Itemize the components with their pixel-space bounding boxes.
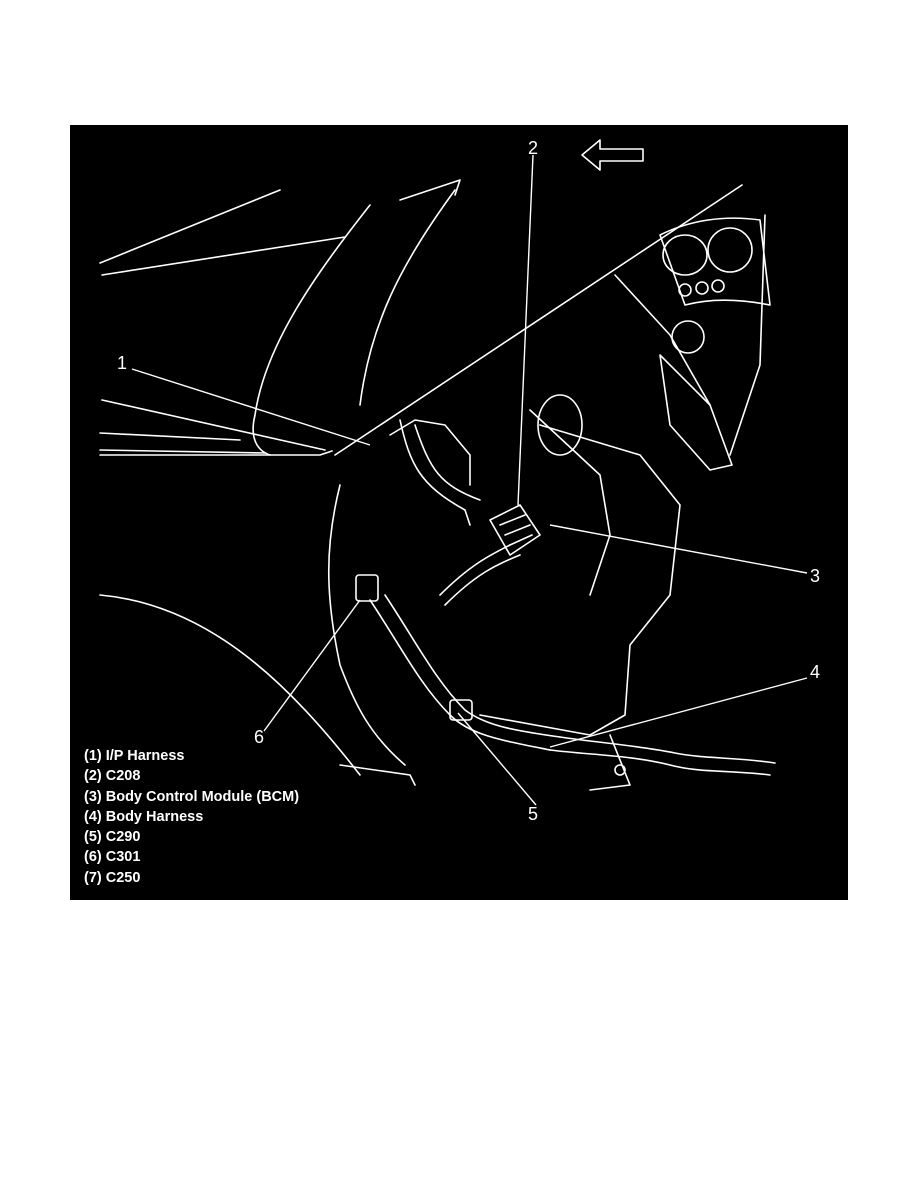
trim-right <box>589 734 631 791</box>
diagram-linework <box>99 139 808 806</box>
c301-connector <box>355 574 379 602</box>
floor-contour <box>99 594 361 776</box>
wiring-diagram-figure: 1 2 3 4 5 6 (1) I/P Harness (2) C208 (3)… <box>70 125 848 900</box>
instrument-cluster <box>659 217 771 306</box>
leader-line-4 <box>549 677 808 748</box>
gauge-2 <box>695 281 709 295</box>
callout-4: 4 <box>810 662 821 682</box>
center-stack <box>529 409 611 596</box>
knee-bolster <box>479 424 681 736</box>
door-sill <box>99 450 333 456</box>
legend-item: (2) C208 <box>84 768 141 785</box>
callout-5: 5 <box>528 804 539 824</box>
body-harness <box>549 749 771 776</box>
right-panel-edge <box>729 214 766 456</box>
right-dash-line <box>614 274 711 406</box>
body-harness-2 <box>559 736 776 764</box>
a-pillar-trim <box>399 179 461 201</box>
legend-item: (1) I/P Harness <box>84 748 185 764</box>
door-trim-2 <box>99 432 241 441</box>
floor-edge <box>339 764 416 786</box>
vent-left <box>662 234 708 276</box>
c290-connector <box>449 699 473 721</box>
legend-item: (6) C301 <box>84 849 141 866</box>
door-trim-1 <box>101 399 326 451</box>
dash-lower-edge <box>327 484 406 766</box>
vent-right <box>707 227 753 273</box>
duct-upper <box>399 419 471 526</box>
leader-line-3 <box>549 524 808 574</box>
duct-outline <box>389 419 471 486</box>
a-pillar-outer <box>252 204 371 456</box>
windshield-edge <box>99 189 281 264</box>
steering-column <box>659 354 733 471</box>
bcm-detail <box>499 514 533 546</box>
ip-harness-lower <box>369 599 551 751</box>
left-arrow-icon <box>581 139 644 171</box>
leader-line-2 <box>517 154 534 506</box>
legend-item: (3) Body Control Module (BCM) <box>84 788 300 805</box>
gauge-3 <box>711 279 725 293</box>
bcm-module <box>489 504 541 556</box>
dash-top-line <box>334 184 743 456</box>
center-vent <box>537 394 583 456</box>
legend: (1) I/P Harness (2) C208 (3) Body Contro… <box>84 746 299 888</box>
duct-lower <box>414 424 481 501</box>
windshield-edge-lower <box>101 236 346 276</box>
callout-6: 6 <box>254 727 265 747</box>
legend-item: (7) C250 <box>84 869 141 886</box>
a-pillar-inner <box>359 189 456 406</box>
leader-line-6 <box>263 599 361 732</box>
leader-line-5 <box>457 712 537 806</box>
leader-line-1 <box>131 368 371 446</box>
callout-2: 2 <box>528 138 539 158</box>
harness-clip <box>614 764 626 776</box>
door-trim-3 <box>99 449 266 454</box>
legend-item: (4) Body Harness <box>84 808 204 825</box>
ip-harness <box>439 544 511 596</box>
gauge-1 <box>678 283 692 297</box>
ip-harness-lower-2 <box>384 594 561 738</box>
legend-item: (5) C290 <box>84 829 141 846</box>
ip-harness-2 <box>444 554 521 606</box>
callout-1: 1 <box>117 353 128 373</box>
callout-3: 3 <box>810 566 821 586</box>
